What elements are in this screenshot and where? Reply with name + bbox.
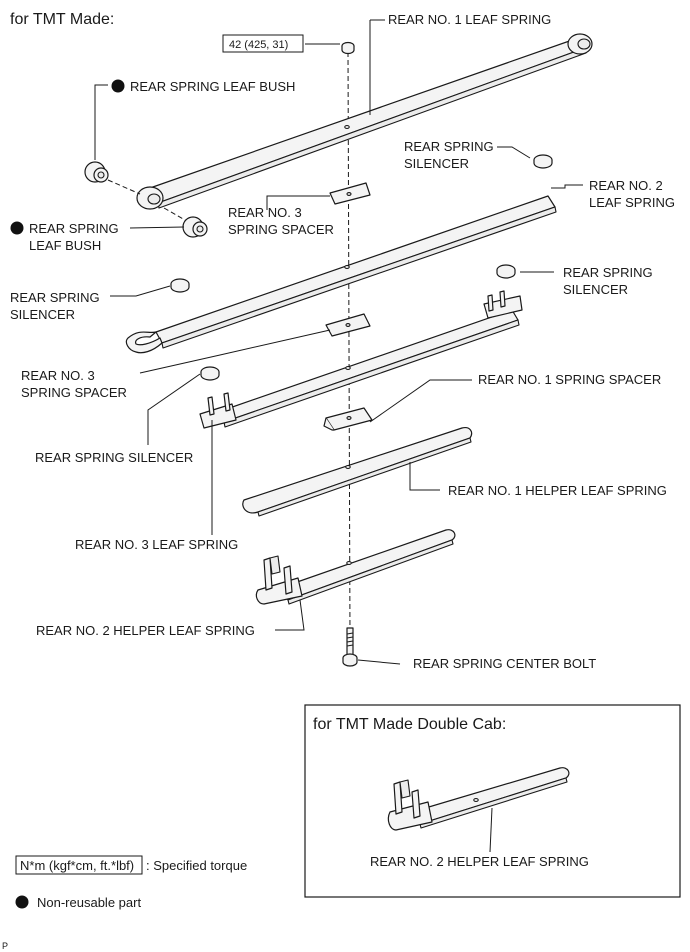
legend: N*m (kgf*cm, ft.*lbf) : Specified torque… — [15, 855, 247, 910]
label-silencer-b-1: REAR SPRING — [563, 265, 653, 280]
label-silencer-d: REAR SPRING SILENCER — [35, 450, 193, 465]
rear-spring-leaf-bush-left — [84, 161, 109, 183]
legend-torque-unit: N*m (kgf*cm, ft.*lbf) — [20, 858, 134, 873]
label-silencer-a-1: REAR SPRING — [404, 139, 494, 154]
nonreusable-dot-1 — [111, 79, 125, 93]
center-axis-line — [347, 51, 351, 641]
rear-spring-silencer-d — [200, 366, 220, 381]
rear-spring-silencer-c — [170, 278, 190, 293]
label-no2-helper: REAR NO. 2 HELPER LEAF SPRING — [36, 623, 255, 638]
label-bush-top: REAR SPRING LEAF BUSH — [130, 79, 295, 94]
spring-nut — [341, 41, 355, 55]
label-no2-leaf-1: REAR NO. 2 — [589, 178, 663, 193]
inset-no2-helper-leaf-spring — [387, 767, 570, 831]
rear-no1-leaf-spring — [136, 33, 593, 210]
inset-double-cab: for TMT Made Double Cab: REAR NO. 2 HELP… — [304, 704, 681, 898]
torque-box: 42 (425, 31) — [222, 34, 304, 53]
rear-no2-helper-leaf-spring — [255, 529, 456, 605]
label-silencer-c-2: SILENCER — [10, 307, 75, 322]
bush-axis-line — [107, 179, 141, 195]
label-bush-left-2: LEAF BUSH — [29, 238, 101, 253]
legend-nonreusable: Non-reusable part — [37, 895, 141, 910]
rear-no2-leaf-spring — [125, 195, 557, 354]
main-heading: for TMT Made: — [10, 11, 114, 28]
rear-spring-center-bolt — [342, 627, 358, 667]
label-center-bolt: REAR SPRING CENTER BOLT — [413, 656, 596, 671]
label-no3-leaf: REAR NO. 3 LEAF SPRING — [75, 537, 238, 552]
label-no2-helper-inset: REAR NO. 2 HELPER LEAF SPRING — [370, 854, 589, 869]
rear-spring-silencer-b — [496, 264, 516, 279]
label-no3-spacer-b-1: REAR NO. 3 — [21, 368, 95, 383]
label-rear-no1-leaf-spring: REAR NO. 1 LEAF SPRING — [388, 12, 551, 27]
rear-spring-silencer-a — [533, 154, 553, 169]
corner-mark: P — [2, 941, 8, 951]
label-no3-spacer-a-2: SPRING SPACER — [228, 222, 334, 237]
nonreusable-dot-2 — [10, 221, 24, 235]
leader-lines — [94, 19, 583, 665]
legend-nonreusable-dot — [15, 895, 29, 909]
label-no3-spacer-a-1: REAR NO. 3 — [228, 205, 302, 220]
rear-no1-spring-spacer — [323, 407, 373, 431]
label-no1-spacer: REAR NO. 1 SPRING SPACER — [478, 372, 661, 387]
torque-value: 42 (425, 31) — [229, 39, 288, 51]
rear-no3-spring-spacer-lower — [325, 313, 371, 337]
rear-no3-spring-spacer-upper — [329, 182, 371, 205]
legend-torque-desc: : Specified torque — [146, 858, 247, 873]
label-bush-left-1: REAR SPRING — [29, 221, 119, 236]
inset-heading: for TMT Made Double Cab: — [313, 716, 506, 733]
label-silencer-a-2: SILENCER — [404, 156, 469, 171]
rear-no1-helper-leaf-spring — [242, 427, 473, 517]
label-no2-leaf-2: LEAF SPRING — [589, 195, 675, 210]
label-silencer-c-1: REAR SPRING — [10, 290, 100, 305]
label-no3-spacer-b-2: SPRING SPACER — [21, 385, 127, 400]
label-silencer-b-2: SILENCER — [563, 282, 628, 297]
label-no1-helper: REAR NO. 1 HELPER LEAF SPRING — [448, 483, 667, 498]
rear-spring-leaf-bush-right — [182, 216, 208, 238]
rear-no3-leaf-spring — [199, 290, 523, 429]
